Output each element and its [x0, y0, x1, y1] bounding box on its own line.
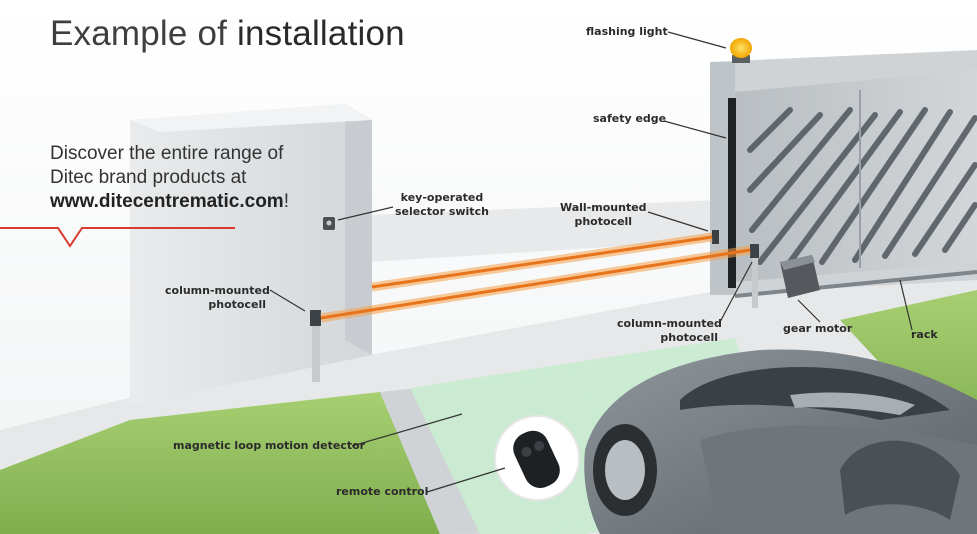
label-key-selector-line2: selector switch [395, 205, 489, 218]
label-column-photocell-left-line1: column-mounted [165, 284, 270, 297]
label-magnetic-loop: magnetic loop motion detector [173, 439, 366, 452]
safety-edge [728, 98, 736, 288]
label-wall-photocell-line2: photocell [574, 215, 633, 228]
lawn-left [0, 392, 440, 534]
gate-slats [747, 107, 977, 265]
left-wall [130, 104, 372, 405]
label-gear-motor: gear motor [783, 322, 853, 335]
label-column-photocell-left-line2: photocell [208, 298, 266, 311]
car [584, 349, 977, 534]
promo-suffix: ! [283, 191, 289, 212]
leader-lines [269, 31, 913, 493]
label-column-photocell-right-line1: column-mounted [617, 317, 722, 330]
promo-line1: Discover the entire range of [50, 143, 284, 164]
column-photocell-right [750, 244, 759, 258]
label-key-selector: key-operated selector switch [395, 191, 489, 219]
promo-text: Discover the entire range of Ditec brand… [50, 142, 289, 214]
photocell-beams [320, 232, 751, 323]
promo-line2: Ditec brand products at [50, 167, 247, 188]
flashing-light [730, 38, 752, 58]
label-key-selector-line1: key-operated [400, 191, 484, 204]
promo-url-link[interactable]: www.ditecentrematic.com [50, 191, 284, 212]
label-flashing-light: flashing light [586, 25, 668, 38]
wall-photocell [712, 230, 719, 244]
label-safety-edge: safety edge [593, 112, 667, 125]
title-prefix: Example of [50, 14, 238, 53]
label-wall-photocell: Wall-mounted photocell [560, 201, 647, 229]
rack [734, 270, 977, 298]
label-wall-photocell-line1: Wall-mounted [560, 201, 647, 214]
remote-control [513, 430, 560, 488]
title-bold: installation [237, 14, 405, 53]
accent-line [0, 227, 235, 248]
label-remote-control: remote control [336, 485, 429, 498]
label-rack: rack [911, 328, 938, 341]
page-title: Example of installation [50, 14, 405, 54]
label-column-photocell-right: column-mounted photocell [617, 317, 722, 345]
label-column-photocell-left: column-mounted photocell [165, 284, 270, 312]
label-column-photocell-right-line2: photocell [660, 331, 718, 344]
column-photocell-left [310, 310, 321, 326]
